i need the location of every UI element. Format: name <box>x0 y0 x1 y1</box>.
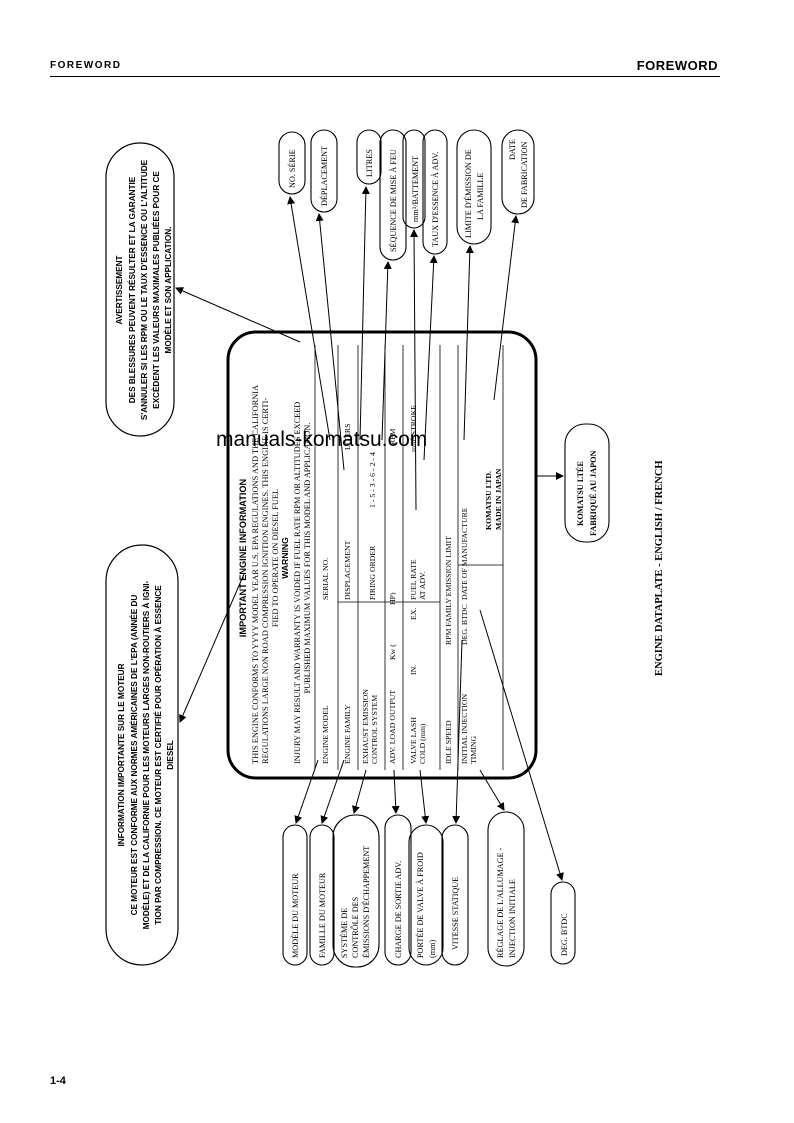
plate-title: IMPORTANT ENGINE INFORMATION <box>238 478 248 637</box>
label-komatsu-1: KOMATSU LTD. <box>484 471 493 530</box>
callout-charge: CHARGE DE SORTIE ADV. <box>384 814 412 966</box>
text-vitesse: VITESSE STATIQUE <box>451 877 460 950</box>
engine-dataplate: IMPORTANT ENGINE INFORMATION THIS ENGINE… <box>226 330 538 780</box>
header-rule <box>50 76 720 77</box>
callout-mm3-battement: mm³/BATTEMENT <box>402 129 426 229</box>
info-fr-1: CE MOTEUR EST CONFORME AUX NORMES AMÉRIC… <box>129 595 139 916</box>
label-engine-family: ENGINE FAMILY <box>343 704 352 764</box>
label-valve-2: COLD (mm) <box>418 723 427 764</box>
info-fr-4: DIESEL <box>166 740 175 770</box>
callout-deplacement: DÉPLACEMENT <box>310 129 338 213</box>
label-initial-1: INITIAL INJECTION <box>460 694 469 764</box>
label-hp: HP) <box>388 592 397 605</box>
callout-no-serie: NO. SÉRIE <box>278 131 306 195</box>
text-sequence: SÉQUENCE DE MISE À FEU <box>388 149 398 252</box>
text-portee-1: PORTÉE DE VALVE À FROID <box>415 852 425 958</box>
text-mm3-battement: mm³/BATTEMENT <box>411 156 420 222</box>
warn-fr-title: AVERTISSEMENT <box>115 256 124 325</box>
text-date-1: DATE <box>508 139 517 160</box>
label-ex: EX. <box>409 608 418 620</box>
text-reglage-1: RÉGLAGE DE L'ALLUMAGE - <box>495 847 505 958</box>
label-in: IN. <box>409 665 418 675</box>
text-famille: FAMILLE DU MOTEUR <box>318 872 327 958</box>
text-charge: CHARGE DE SORTIE ADV. <box>394 861 403 958</box>
callout-limite: LIMITE D'ÉMISSION DE LA FAMILLE <box>456 129 492 245</box>
watermark: manuals-komatsu.com <box>216 428 428 451</box>
text-komatsu-fr-1: KOMATSU LTÉE <box>575 461 585 526</box>
callout-sequence: SÉQUENCE DE MISE À FEU <box>379 129 407 261</box>
callout-deg-fr: DEG. BTDC <box>550 881 576 965</box>
text-date-2: DE FABRICATION <box>520 141 529 208</box>
text-systeme-2: CONTRÔLE DES <box>350 896 360 958</box>
plate-warning-2: PUBLISHED MAXIMUM VALUES FOR THIS MODEL … <box>303 423 312 694</box>
label-displacement: DISPLACEMENT <box>343 540 352 600</box>
label-fuel-rate: FUEL RATE <box>409 559 418 600</box>
callout-date: DATE DE FABRICATION <box>501 129 535 215</box>
callout-komatsu-fr: KOMATSU LTÉE FABRIQUÉ AU JAPON <box>564 423 610 543</box>
text-deplacement: DÉPLACEMENT <box>319 146 329 206</box>
callout-systeme: SYSTÈME DE CONTRÔLE DES ÉMISSIONS D'ÉCHA… <box>332 814 380 968</box>
warn-fr-3: EXCÈDENT LES VALEURS MAXIMALES PUBLIÉES … <box>151 171 161 409</box>
page-number: 1-4 <box>50 1075 66 1087</box>
label-adv-load: ADV. LOAD OUTPUT <box>388 690 397 764</box>
callout-reglage: RÉGLAGE DE L'ALLUMAGE - INJECTION INITIA… <box>487 811 525 967</box>
callout-modele: MODÈLE DU MOTEUR <box>282 824 308 966</box>
text-taux: TAUX D'ESSENCE À ADV. <box>430 152 440 247</box>
warn-fr-2: S'ANNULER SI LES RPM OU LE TAUX D'ESSENC… <box>140 159 149 420</box>
info-fr-3: TION PAR COMPRESSION. CE MOTEUR EST CERT… <box>153 585 163 925</box>
callout-taux: TAUX D'ESSENCE À ADV. <box>422 129 448 255</box>
plate-warning-1: INJURY MAY RESULT AND WARRANTY IS VOIDED… <box>293 402 302 764</box>
text-no-serie: NO. SÉRIE <box>287 149 297 188</box>
label-exhaust-2: CONTROL SYSTEM <box>370 695 379 764</box>
label-valve-1: VALVE LASH <box>409 717 418 764</box>
text-deg-fr: DEG. BTDC <box>560 913 569 956</box>
text-reglage-2: INJECTION INITIALE <box>508 879 517 958</box>
text-litres: LITRES <box>365 149 374 177</box>
plate-warning-title: WARNING <box>280 537 290 579</box>
label-kw: Kw ( <box>388 644 397 660</box>
callout-vitesse: VITESSE STATIQUE <box>441 824 469 966</box>
label-deg-btdc: DEG. BTDC <box>460 604 469 645</box>
plate-intro-2: REGULATIONS LARGE NON ROAD COMPRESSION I… <box>261 398 270 764</box>
plate-intro-1: THIS ENGINE CONFORMS TO YYYY MODEL YEAR … <box>251 385 260 764</box>
label-rpm-family: RPM FAMILY EMISSION LIMIT <box>444 536 453 645</box>
figure-caption: ENGINE DATAPLATE - ENGLISH / FRENCH <box>654 460 665 676</box>
text-limite-2: LA FAMILLE <box>476 173 485 220</box>
label-engine-model: ENGINE MODEL <box>321 705 330 764</box>
callout-famille: FAMILLE DU MOTEUR <box>309 824 335 966</box>
text-systeme-3: ÉMISSIONS D'ÉCHAPPEMENT <box>361 846 371 958</box>
label-idle-speed: IDLE SPEED <box>444 720 453 764</box>
leader-arrows <box>175 186 564 881</box>
info-fr-title: INFORMATION IMPORTANTE SUR LE MOTEUR <box>117 663 126 846</box>
warn-fr-1: DES BLESSURES PEUVENT RÉSULTER ET LA GAR… <box>127 176 137 403</box>
text-komatsu-fr-2: FABRIQUÉ AU JAPON <box>588 451 598 536</box>
label-date-mfg: DATE OF MANUFACTURE <box>460 507 469 600</box>
label-at-adv: AT ADV. <box>418 571 427 600</box>
plate-intro-3: FIED TO OPERATE ON DIESEL FUEL <box>271 489 280 627</box>
header-left: FOREWORD <box>50 60 122 71</box>
warn-fr-4: MODÈLE ET SON APPLICATION. <box>163 227 173 354</box>
label-exhaust-1: EXHAUST EMISSION <box>361 689 370 764</box>
label-firing-order: FIRING ORDER <box>368 545 377 600</box>
value-firing-order: 1 - 5 - 3 - 6 - 2 - 4 <box>368 452 377 508</box>
info-fr-2: MODÈLE) ET DE LA CALIFORNIE POUR LES MOT… <box>141 580 151 929</box>
header-right: FOREWORD <box>636 58 718 73</box>
callout-litres: LITRES <box>356 129 382 185</box>
text-limite-1: LIMITE D'ÉMISSION DE <box>463 149 473 238</box>
text-modele: MODÈLE DU MOTEUR <box>290 873 300 958</box>
text-systeme-1: SYSTÈME DE <box>339 908 349 958</box>
label-komatsu-2: MADE IN JAPAN <box>494 468 503 530</box>
callout-portee: PORTÉE DE VALVE À FROID (mm) <box>408 824 444 966</box>
callout-info-fr: INFORMATION IMPORTANTE SUR LE MOTEUR CE … <box>105 544 179 966</box>
label-initial-2: TIMING <box>469 735 478 764</box>
label-rpm: RPM <box>388 428 397 445</box>
label-liters: LITERS <box>343 424 352 450</box>
label-serial-no: SERIAL NO. <box>321 558 330 600</box>
label-mm3-stroke: mm³/STROKE <box>409 405 418 452</box>
text-portee-2: (mm) <box>428 940 437 958</box>
callout-warn-fr: AVERTISSEMENT DES BLESSURES PEUVENT RÉSU… <box>105 142 175 437</box>
